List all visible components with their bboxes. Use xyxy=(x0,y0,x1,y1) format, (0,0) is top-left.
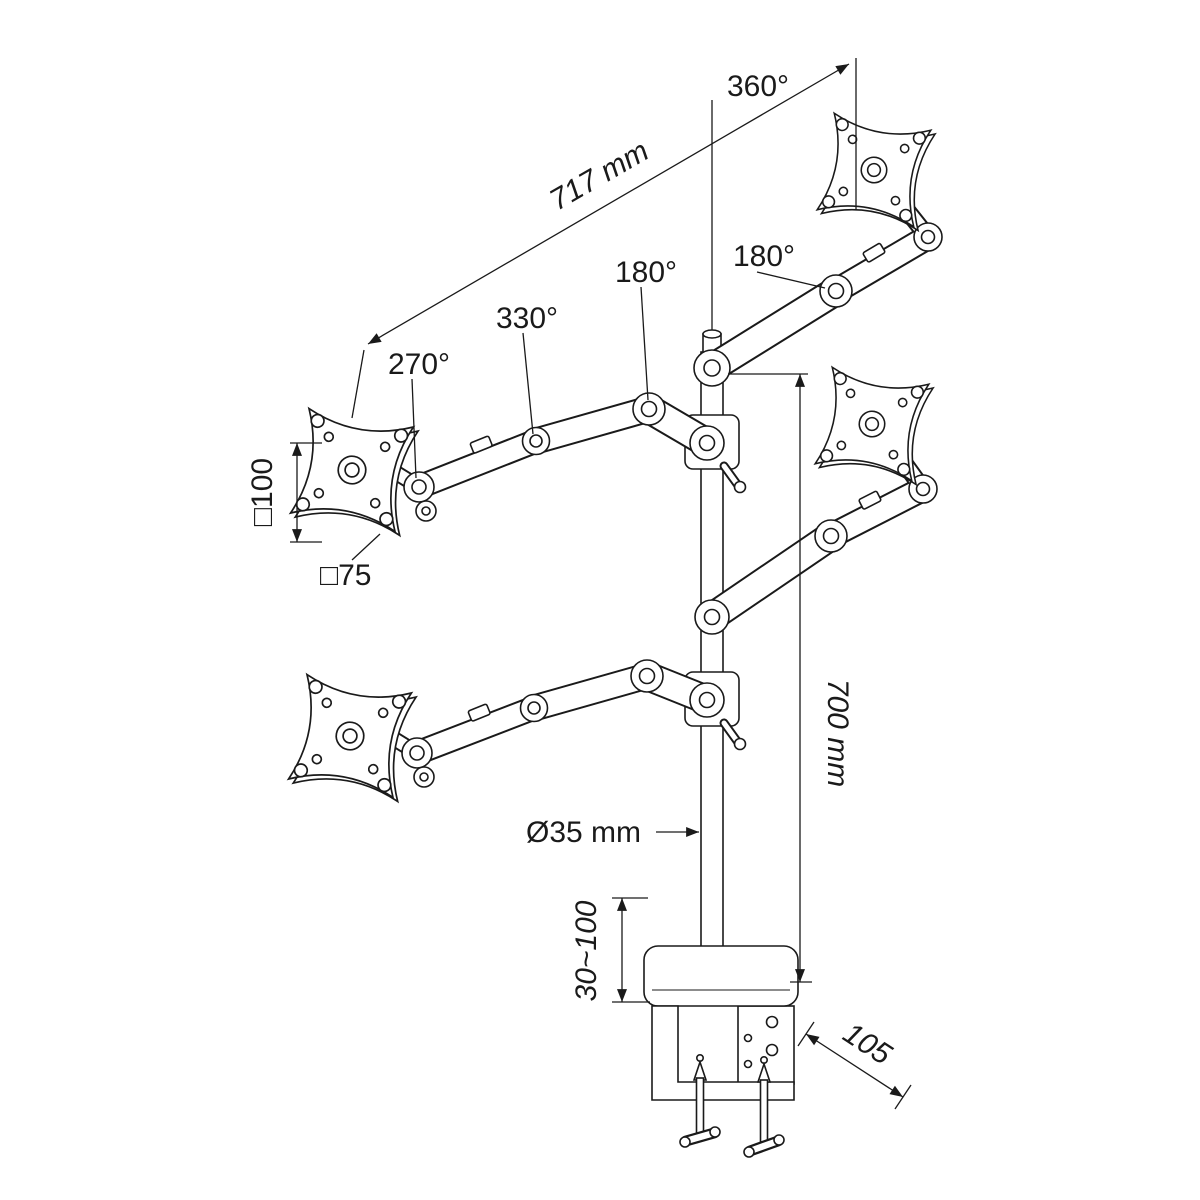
arm-lower-left xyxy=(287,659,725,803)
dim-vesa-75: □75 xyxy=(320,533,381,592)
arm-mid-right xyxy=(694,366,938,635)
dim-vesa100-label: □100 xyxy=(246,458,279,526)
vesa-plate-upper-left xyxy=(289,407,420,537)
angle-180-right-label: 180° xyxy=(733,240,795,273)
dim-diameter-label: Ø35 mm xyxy=(526,816,641,849)
dim-clamp-range: 30~100 xyxy=(570,897,650,1003)
arm-upper-left xyxy=(289,392,725,537)
angle-360-label: 360° xyxy=(727,70,789,103)
clamp-knob-icon xyxy=(733,480,747,494)
arm-top-right xyxy=(693,112,943,387)
cable-clip xyxy=(862,242,886,263)
dimensions: 360° 717 mm 180° 180° 330° 270° □100 xyxy=(246,58,912,1110)
angle-180-left-label: 180° xyxy=(615,256,677,289)
desk-clamp xyxy=(643,945,799,1158)
dim-vesa75-label: □75 xyxy=(320,559,372,592)
cable-clip xyxy=(858,490,882,510)
angle-270-label: 270° xyxy=(388,348,450,381)
dim-clamp-range-label: 30~100 xyxy=(570,900,603,1001)
dim-clamp-depth-label: 105 xyxy=(837,1017,897,1072)
dim-700mm-label: 700 mm xyxy=(821,679,854,787)
leader-180-left xyxy=(640,286,649,401)
cable-clip xyxy=(467,703,491,722)
clamp-screw-right xyxy=(743,1056,785,1158)
dim-700mm: 700 mm xyxy=(728,373,854,983)
vesa-plate-lower-left xyxy=(287,673,418,803)
clamp-foot xyxy=(643,945,799,1007)
angle-330-label: 330° xyxy=(496,302,558,335)
leader-330 xyxy=(522,332,534,435)
clamp-bracket xyxy=(651,1005,795,1101)
leader-180-right xyxy=(756,271,826,289)
dim-vesa-100: □100 xyxy=(246,442,322,543)
dim-clamp-depth: 105 xyxy=(797,1017,912,1110)
clamp-screw-left xyxy=(679,1054,721,1148)
leader-270 xyxy=(411,378,417,479)
dim-pole-diameter: Ø35 mm xyxy=(526,816,699,849)
clamp-knob-icon xyxy=(733,737,747,751)
dim-717mm-label: 717 mm xyxy=(544,134,654,217)
cable-clip xyxy=(469,435,493,454)
